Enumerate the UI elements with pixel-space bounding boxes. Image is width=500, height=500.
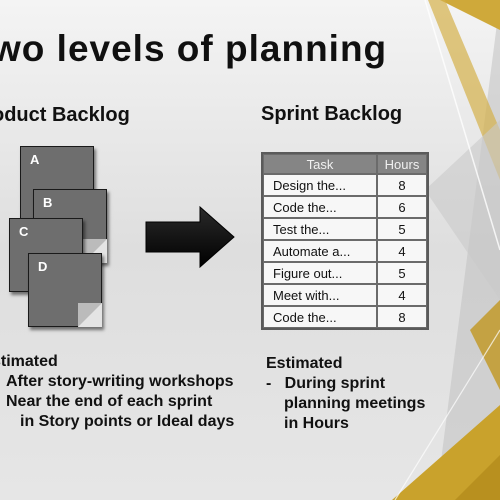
- notes-bullet: Near the end of each sprint: [6, 393, 213, 410]
- task-cell: Figure out...: [263, 262, 377, 284]
- task-table: Task Hours Design the... 8 Code the... 6…: [261, 152, 429, 330]
- table-row: Automate a... 4: [263, 240, 427, 262]
- sprint-backlog-table: Task Hours Design the... 8 Code the... 6…: [261, 152, 429, 330]
- right-arrow-icon: [145, 205, 235, 269]
- table-row: Design the... 8: [263, 174, 427, 196]
- slide-title: wo levels of planning: [0, 28, 388, 69]
- column-header-task: Task: [263, 154, 377, 174]
- task-cell: Automate a...: [263, 240, 377, 262]
- task-cell: Code the...: [263, 196, 377, 218]
- sprint-backlog-notes: Estimated - During sprint planning meeti…: [266, 354, 425, 434]
- column-header-hours: Hours: [377, 154, 427, 174]
- product-backlog-title: oduct Backlog: [0, 104, 130, 126]
- hours-cell: 8: [377, 174, 427, 196]
- notes-bullet: - During sprint: [266, 375, 386, 392]
- backlog-card-d: D: [28, 253, 102, 327]
- notes-bullet: After story-writing workshops: [6, 373, 234, 390]
- task-cell: Test the...: [263, 218, 377, 240]
- hours-cell: 4: [377, 284, 427, 306]
- notes-continuation: in Hours: [284, 415, 349, 432]
- product-backlog-notes: stimated After story-writing workshops N…: [0, 352, 234, 432]
- card-label: B: [43, 195, 53, 210]
- notes-heading: Estimated: [266, 355, 343, 372]
- card-label: A: [30, 152, 40, 167]
- card-label: D: [38, 259, 48, 274]
- hours-cell: 5: [377, 218, 427, 240]
- table-row: Figure out... 5: [263, 262, 427, 284]
- notes-continuation: in Story points or Ideal days: [20, 413, 235, 430]
- folded-corner-icon: [78, 303, 102, 327]
- hours-cell: 8: [377, 306, 427, 328]
- table-row: Code the... 8: [263, 306, 427, 328]
- task-cell: Code the...: [263, 306, 377, 328]
- table-header-row: Task Hours: [263, 154, 427, 174]
- notes-heading: stimated: [0, 353, 58, 370]
- task-cell: Design the...: [263, 174, 377, 196]
- sprint-backlog-title: Sprint Backlog: [261, 103, 403, 125]
- card-label: C: [19, 224, 29, 239]
- hours-cell: 5: [377, 262, 427, 284]
- hours-cell: 4: [377, 240, 427, 262]
- table-row: Test the... 5: [263, 218, 427, 240]
- table-row: Code the... 6: [263, 196, 427, 218]
- hours-cell: 6: [377, 196, 427, 218]
- task-cell: Meet with...: [263, 284, 377, 306]
- notes-continuation: planning meetings: [284, 395, 426, 412]
- table-row: Meet with... 4: [263, 284, 427, 306]
